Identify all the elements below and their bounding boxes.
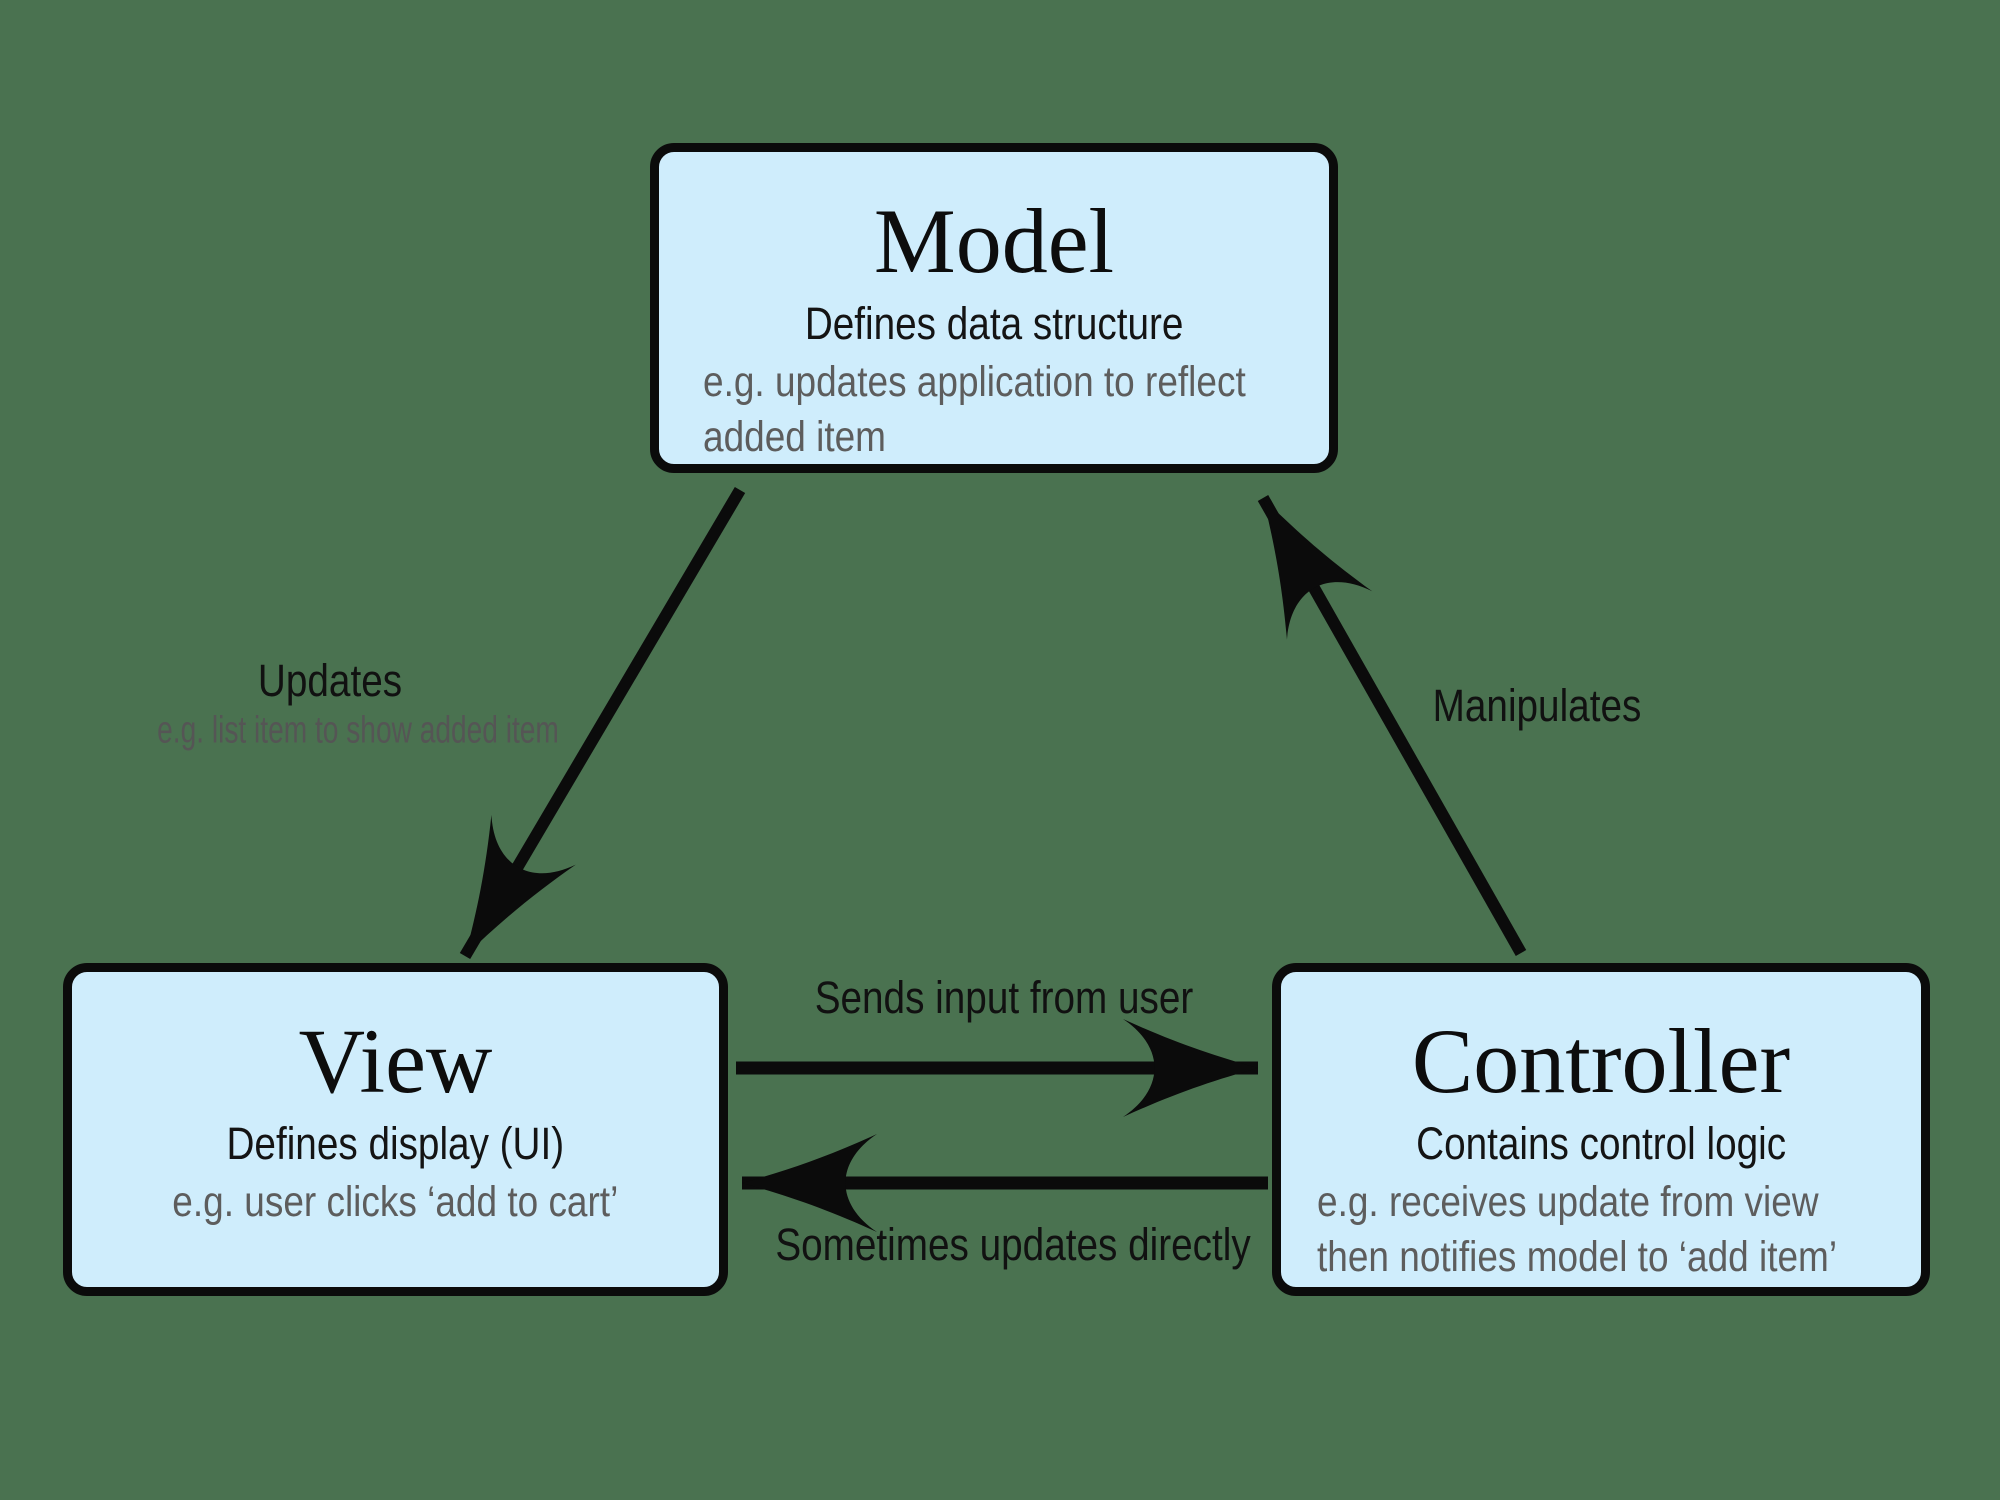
node-view: View Defines display (UI) e.g. user clic… xyxy=(63,963,728,1296)
arrow-controller-to-model xyxy=(1257,495,1527,956)
edge-label-manipulates: Manipulates xyxy=(1416,680,1659,732)
node-controller-example: e.g. receives update from view then noti… xyxy=(1281,1175,1921,1285)
edge-label-updates-text: Updates xyxy=(257,655,403,706)
node-view-example: e.g. user clicks ‘add to cart’ xyxy=(72,1175,719,1230)
node-controller-subtitle: Contains control logic xyxy=(1281,1119,1921,1169)
edge-label-sometimes-updates: Sometimes updates directly xyxy=(737,1219,1290,1271)
edge-sublabel-updates-example: e.g. list item to show added item xyxy=(87,710,630,753)
node-view-example-line1: e.g. user clicks ‘add to cart’ xyxy=(172,1177,619,1226)
edge-label-manipulates-text: Manipulates xyxy=(1432,680,1642,731)
node-controller: Controller Contains control logic e.g. r… xyxy=(1272,963,1930,1296)
arrow-model-to-view xyxy=(459,486,746,960)
node-controller-example-line2: then notifies model to ‘add item’ xyxy=(1317,1232,1838,1281)
node-model-subtitle: Defines data structure xyxy=(659,299,1329,349)
edge-label-sends-input: Sends input from user xyxy=(784,972,1224,1024)
node-view-title: View xyxy=(298,1010,493,1112)
node-controller-subtitle-text: Contains control logic xyxy=(1415,1118,1786,1170)
node-model-title: Model xyxy=(873,190,1115,292)
edge-sublabel-updates-example-text: e.g. list item to show added item xyxy=(157,709,559,752)
node-model-example: e.g. updates application to reflect adde… xyxy=(659,355,1329,465)
edge-label-updates: Updates xyxy=(246,655,414,707)
node-controller-title: Controller xyxy=(1411,1010,1791,1112)
node-model-example-line2: added item xyxy=(703,412,886,461)
node-view-subtitle-text: Defines display (UI) xyxy=(226,1118,565,1170)
edge-label-sometimes-updates-text: Sometimes updates directly xyxy=(775,1219,1251,1270)
edge-label-sends-input-text: Sends input from user xyxy=(814,972,1194,1023)
node-controller-example-line1: e.g. receives update from view xyxy=(1317,1177,1819,1226)
node-model-example-line1: e.g. updates application to reflect xyxy=(703,357,1246,406)
node-model-subtitle-text: Defines data structure xyxy=(804,298,1184,350)
node-model: Model Defines data structure e.g. update… xyxy=(650,143,1338,473)
node-view-subtitle: Defines display (UI) xyxy=(72,1119,719,1169)
